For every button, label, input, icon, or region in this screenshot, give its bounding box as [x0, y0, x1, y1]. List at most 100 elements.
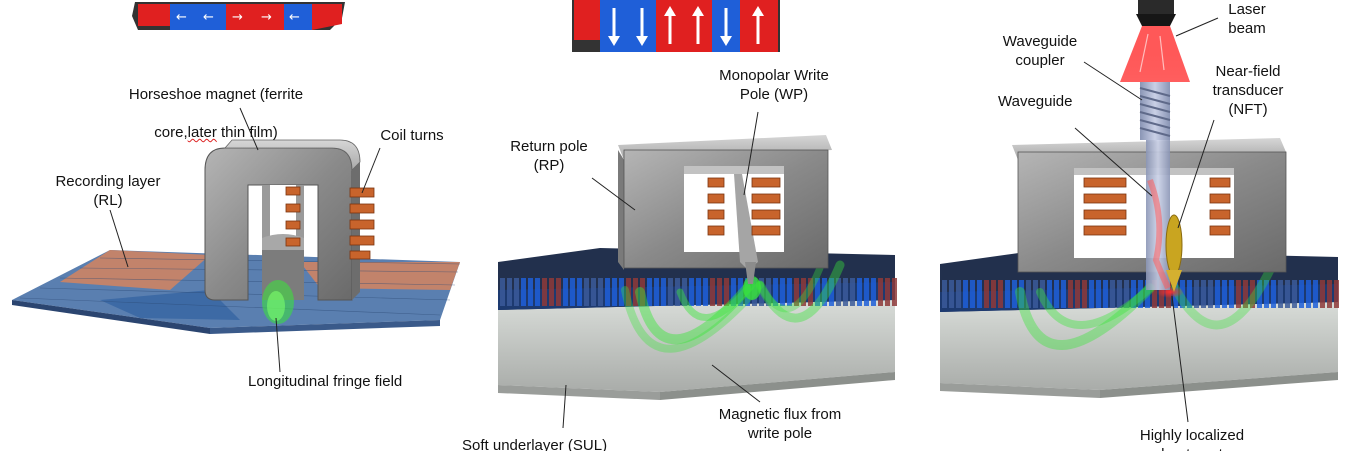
- panel-perpendicular: [498, 0, 897, 429]
- label-recording-layer: Recording layer (RL): [55, 173, 161, 209]
- hamr-flux-arcs: [1015, 265, 1275, 350]
- media-grain: [1082, 280, 1087, 308]
- hamr-head: [1012, 138, 1287, 292]
- horseshoe-magnet: [204, 139, 361, 301]
- panel-longitudinal: ← ← → → ←: [12, 2, 461, 373]
- magnetic-flux-arcs: [621, 260, 845, 353]
- media-grain: [1257, 280, 1262, 308]
- media-grain: [1187, 280, 1192, 308]
- media-grain: [970, 280, 975, 308]
- media-grain: [1194, 280, 1199, 308]
- media-grain: [738, 278, 743, 306]
- media-grain: [1334, 280, 1339, 308]
- soft-underlayer-block: [498, 300, 895, 400]
- media-grain: [577, 278, 582, 306]
- panel-hamr: [940, 0, 1339, 423]
- coil-hamr: [1083, 177, 1231, 236]
- media-grain: [787, 278, 792, 306]
- media-grain: [885, 278, 890, 306]
- media-grain: [1068, 280, 1073, 308]
- media-grain: [1229, 280, 1234, 308]
- laser-highlights: [1139, 33, 1165, 73]
- media-grain: [1103, 280, 1108, 308]
- media-grain: [1054, 280, 1059, 308]
- media-grain: [563, 278, 568, 306]
- media-grain: [1222, 280, 1227, 308]
- laser-source: [1136, 0, 1176, 26]
- media-grain: [689, 278, 694, 306]
- label-return-pole: Return pole (RP): [510, 138, 588, 174]
- media-grain: [864, 278, 869, 306]
- media-grain: [1096, 280, 1101, 308]
- label-waveguide: Waveguide: [998, 93, 1073, 110]
- media-grain: [857, 278, 862, 306]
- media-grain: [1250, 280, 1255, 308]
- media-grain: [668, 278, 673, 306]
- label-horseshoe-line2b: later: [187, 124, 217, 141]
- label-horseshoe-line2a: core,: [154, 124, 188, 141]
- media-grain: [963, 280, 968, 308]
- svg-text:→: →: [232, 10, 243, 25]
- media-grain: [759, 278, 764, 306]
- media-grain: [878, 278, 883, 306]
- media-grain: [682, 278, 687, 306]
- media-grain: [942, 280, 947, 308]
- media-grain: [1110, 280, 1115, 308]
- media-grain: [1033, 280, 1038, 308]
- media-grain: [717, 278, 722, 306]
- media-grain: [843, 278, 848, 306]
- media-grain: [633, 278, 638, 306]
- media-grain: [1306, 280, 1311, 308]
- perpendicular-head: [618, 135, 832, 284]
- media-grain: [696, 278, 701, 306]
- media-grain: [591, 278, 596, 306]
- label-laser-beam: Laser beam: [1228, 1, 1266, 37]
- media-grain: [801, 278, 806, 306]
- media-grain: [998, 280, 1003, 308]
- media-grain: [731, 278, 736, 306]
- media-grain: [822, 278, 827, 306]
- media-grain: [836, 278, 841, 306]
- media-grain: [1236, 280, 1241, 308]
- media-grain: [584, 278, 589, 306]
- svg-text:←: ←: [176, 10, 187, 25]
- media-grain: [871, 278, 876, 306]
- media-grain: [1138, 280, 1143, 308]
- coil-perpendicular: [707, 177, 781, 236]
- media-grain: [829, 278, 834, 306]
- media-grain: [640, 278, 645, 306]
- media-grain: [605, 278, 610, 306]
- media-grain: [892, 278, 897, 306]
- leaders-hamr: [1074, 17, 1219, 423]
- media-grain: [1124, 280, 1129, 308]
- media-grain: [1208, 280, 1213, 308]
- media-grain: [535, 278, 540, 306]
- bit-row-perpendicular: [572, 0, 780, 52]
- media-grain: [521, 278, 526, 306]
- media-grain: [647, 278, 652, 306]
- media-grain: [1278, 280, 1283, 308]
- label-soft-underlayer: Soft underlayer (SUL): [462, 437, 608, 451]
- label-horseshoe-line1: Horseshoe magnet (ferrite: [128, 86, 304, 103]
- media-grain: [991, 280, 996, 308]
- hamr-substrate: [940, 302, 1338, 398]
- label-horseshoe-line2c: thin film): [216, 124, 278, 141]
- fringe-field: [262, 280, 294, 324]
- label-longitudinal-fringe: Longitudinal fringe field: [248, 373, 403, 390]
- media-grain: [984, 280, 989, 308]
- media-grain: [794, 278, 799, 306]
- media-grain: [675, 278, 680, 306]
- media-grain: [612, 278, 617, 306]
- label-horseshoe-magnet: Horseshoe magnet (ferrite core,later thi…: [108, 66, 324, 142]
- media-grain: [710, 278, 715, 306]
- media-grain: [1271, 280, 1276, 308]
- media-grain: [724, 278, 729, 306]
- media-grain: [1089, 280, 1094, 308]
- media-grain: [1292, 280, 1297, 308]
- media-grain: [1264, 280, 1269, 308]
- media-grain: [808, 278, 813, 306]
- media-grain: [703, 278, 708, 306]
- media-grain: [626, 278, 631, 306]
